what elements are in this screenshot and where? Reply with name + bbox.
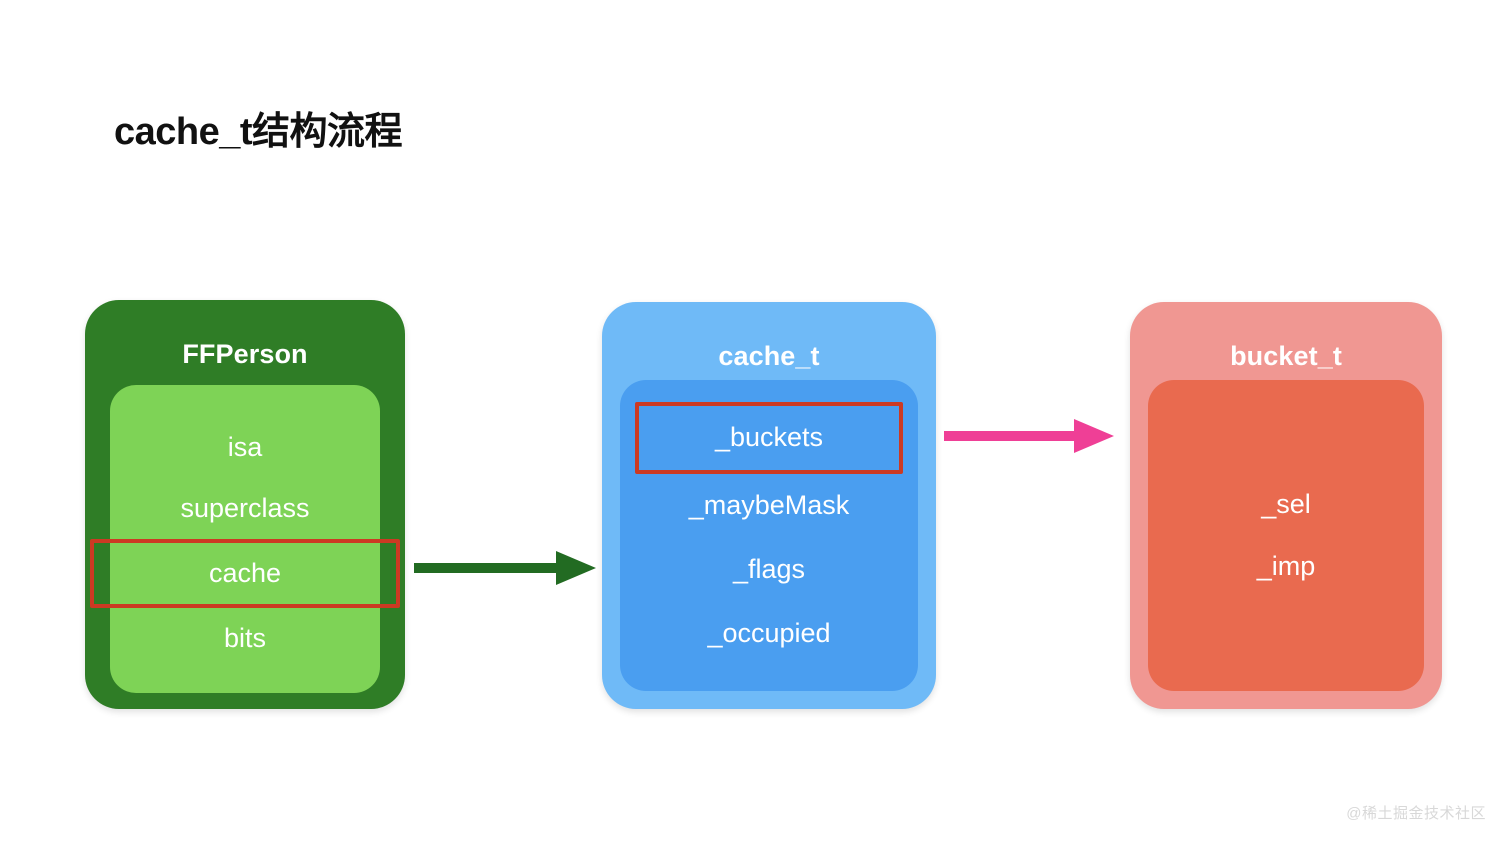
field-maybemask[interactable]: _maybeMask [688,490,850,521]
field-occupied[interactable]: _occupied [707,617,831,648]
green-arrow-glyph [414,551,596,585]
struct-body-cache-t: _buckets _maybeMask _flags _occupied [620,380,918,691]
field-buckets-highlighted[interactable]: _buckets [635,402,903,474]
field-list-ffperson: isa superclass cache bits [90,385,400,693]
field-list-cache-t: _buckets _maybeMask _flags _occupied [620,380,918,691]
struct-title-bucket-t: bucket_t [1230,341,1342,371]
field-list-bucket-t: _sel _imp [1148,380,1424,691]
field-bits[interactable]: bits [223,623,267,653]
field-sel[interactable]: _sel [1261,489,1311,519]
field-cache-highlighted[interactable]: cache [90,539,400,608]
field-imp[interactable]: _imp [1256,551,1316,581]
struct-card-cache-t[interactable]: cache_t _buckets _maybeMask _flags _occu… [602,302,936,709]
field-flags[interactable]: _flags [732,553,806,584]
arrow-buckets-to-bucket-t [944,416,1114,456]
field-isa[interactable]: isa [227,432,263,462]
arrow-cache-to-cache-t [414,548,596,588]
struct-body-ffperson: isa superclass cache bits [90,385,400,693]
struct-title-cache-t: cache_t [718,341,820,371]
watermark: @稀土掘金技术社区 [1346,805,1486,822]
pink-arrow-glyph [944,419,1114,453]
page-title: cache_t结构流程 [114,111,403,153]
field-superclass[interactable]: superclass [180,493,310,523]
struct-title-ffperson: FFPerson [182,339,308,369]
struct-card-ffperson[interactable]: FFPerson isa superclass cache bits [85,300,405,709]
struct-body-bucket-t: _sel _imp [1148,380,1424,691]
struct-card-bucket-t[interactable]: bucket_t _sel _imp [1130,302,1442,709]
